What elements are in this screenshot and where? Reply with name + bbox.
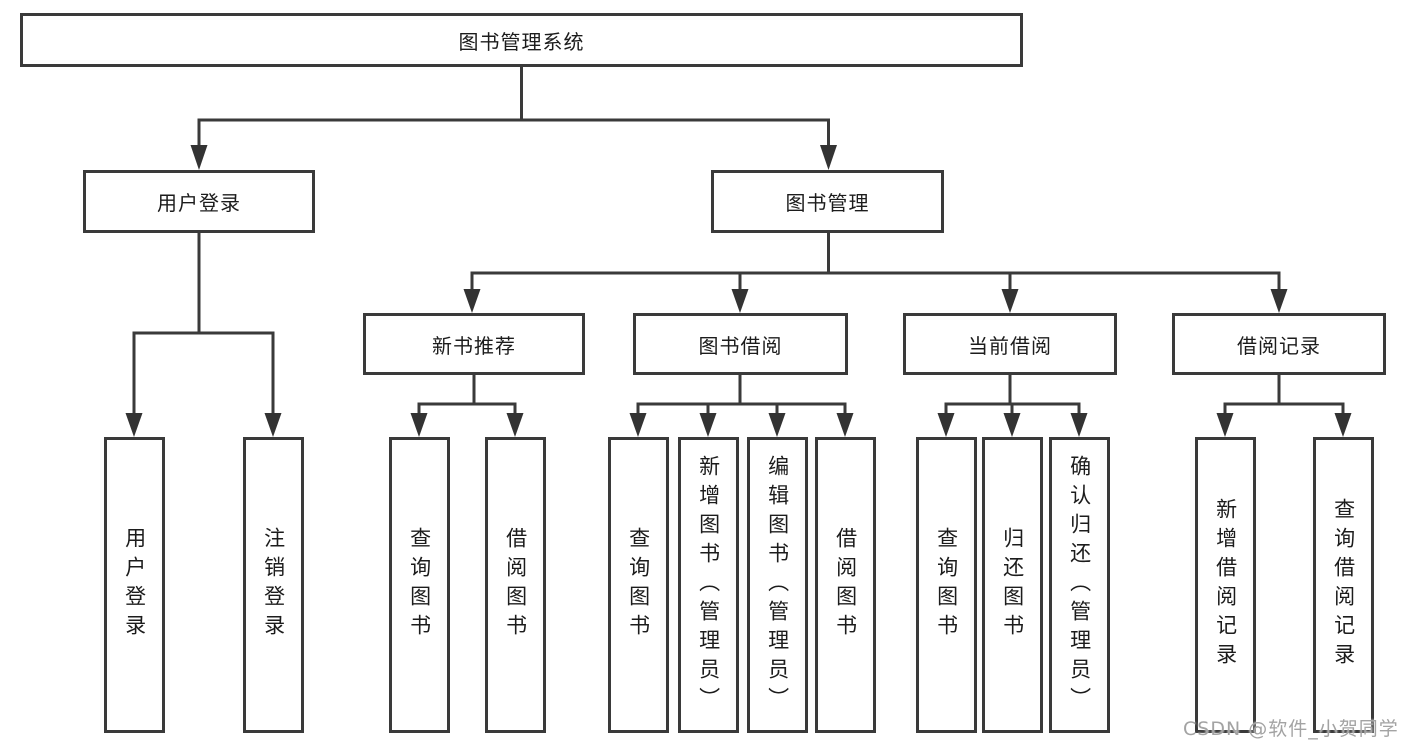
leaf-logout: 注销登录: [243, 437, 304, 733]
leaf-current-return-books: 归还图书: [982, 437, 1043, 733]
leaf-logout-label: 注销登录: [261, 527, 286, 643]
leaf-borrow-query-books: 查询图书: [608, 437, 669, 733]
arrowhead-group: [125, 145, 1352, 437]
leaf-recommend-borrow-books-label: 借阅图书: [503, 527, 528, 643]
node-root: 图书管理系统: [20, 13, 1023, 67]
node-user-login-label: 用户登录: [157, 191, 241, 215]
leaf-current-confirm-return-admin-label: 确认归还（管理员）: [1067, 454, 1092, 716]
node-new-book-recommend-label: 新书推荐: [432, 333, 516, 358]
leaf-recommend-borrow-books: 借阅图书: [485, 437, 546, 733]
leaf-current-query-books: 查询图书: [916, 437, 977, 733]
csdn-watermark: CSDN @软件_小贺同学: [1183, 718, 1399, 740]
node-user-login: 用户登录: [83, 170, 315, 233]
node-root-label: 图书管理系统: [458, 29, 585, 54]
leaf-recommend-query-books: 查询图书: [389, 437, 450, 733]
node-current-borrow: 当前借阅: [903, 313, 1117, 375]
leaf-records-add-record: 新增借阅记录: [1195, 437, 1256, 733]
leaf-current-confirm-return-admin: 确认归还（管理员）: [1049, 437, 1110, 733]
leaf-records-add-record-label: 新增借阅记录: [1213, 498, 1238, 672]
leaf-current-query-books-label: 查询图书: [934, 527, 959, 643]
leaf-borrow-borrow-books: 借阅图书: [815, 437, 876, 733]
node-book-management: 图书管理: [711, 170, 944, 233]
leaf-recommend-query-books-label: 查询图书: [407, 527, 432, 643]
node-borrow-records-label: 借阅记录: [1237, 333, 1321, 358]
leaf-borrow-borrow-books-label: 借阅图书: [833, 527, 858, 643]
leaf-current-return-books-label: 归还图书: [1000, 527, 1025, 643]
node-current-borrow-label: 当前借阅: [968, 333, 1052, 358]
node-borrow-records: 借阅记录: [1172, 313, 1386, 375]
leaf-records-query-record: 查询借阅记录: [1313, 437, 1374, 733]
node-book-management-label: 图书管理: [785, 191, 870, 215]
leaf-borrow-query-books-label: 查询图书: [626, 527, 651, 643]
leaf-borrow-edit-books-admin-label: 编辑图书（管理员）: [765, 454, 790, 716]
leaf-borrow-add-books-admin-label: 新增图书（管理员）: [696, 454, 721, 716]
leaf-user-login: 用户登录: [104, 437, 165, 733]
node-book-borrow-label: 图书借阅: [698, 333, 783, 358]
leaf-borrow-edit-books-admin: 编辑图书（管理员）: [747, 437, 808, 733]
leaf-records-query-record-label: 查询借阅记录: [1331, 498, 1356, 672]
leaf-user-login-label: 用户登录: [122, 527, 147, 643]
node-new-book-recommend: 新书推荐: [363, 313, 585, 375]
node-book-borrow: 图书借阅: [633, 313, 848, 375]
leaf-borrow-add-books-admin: 新增图书（管理员）: [678, 437, 739, 733]
